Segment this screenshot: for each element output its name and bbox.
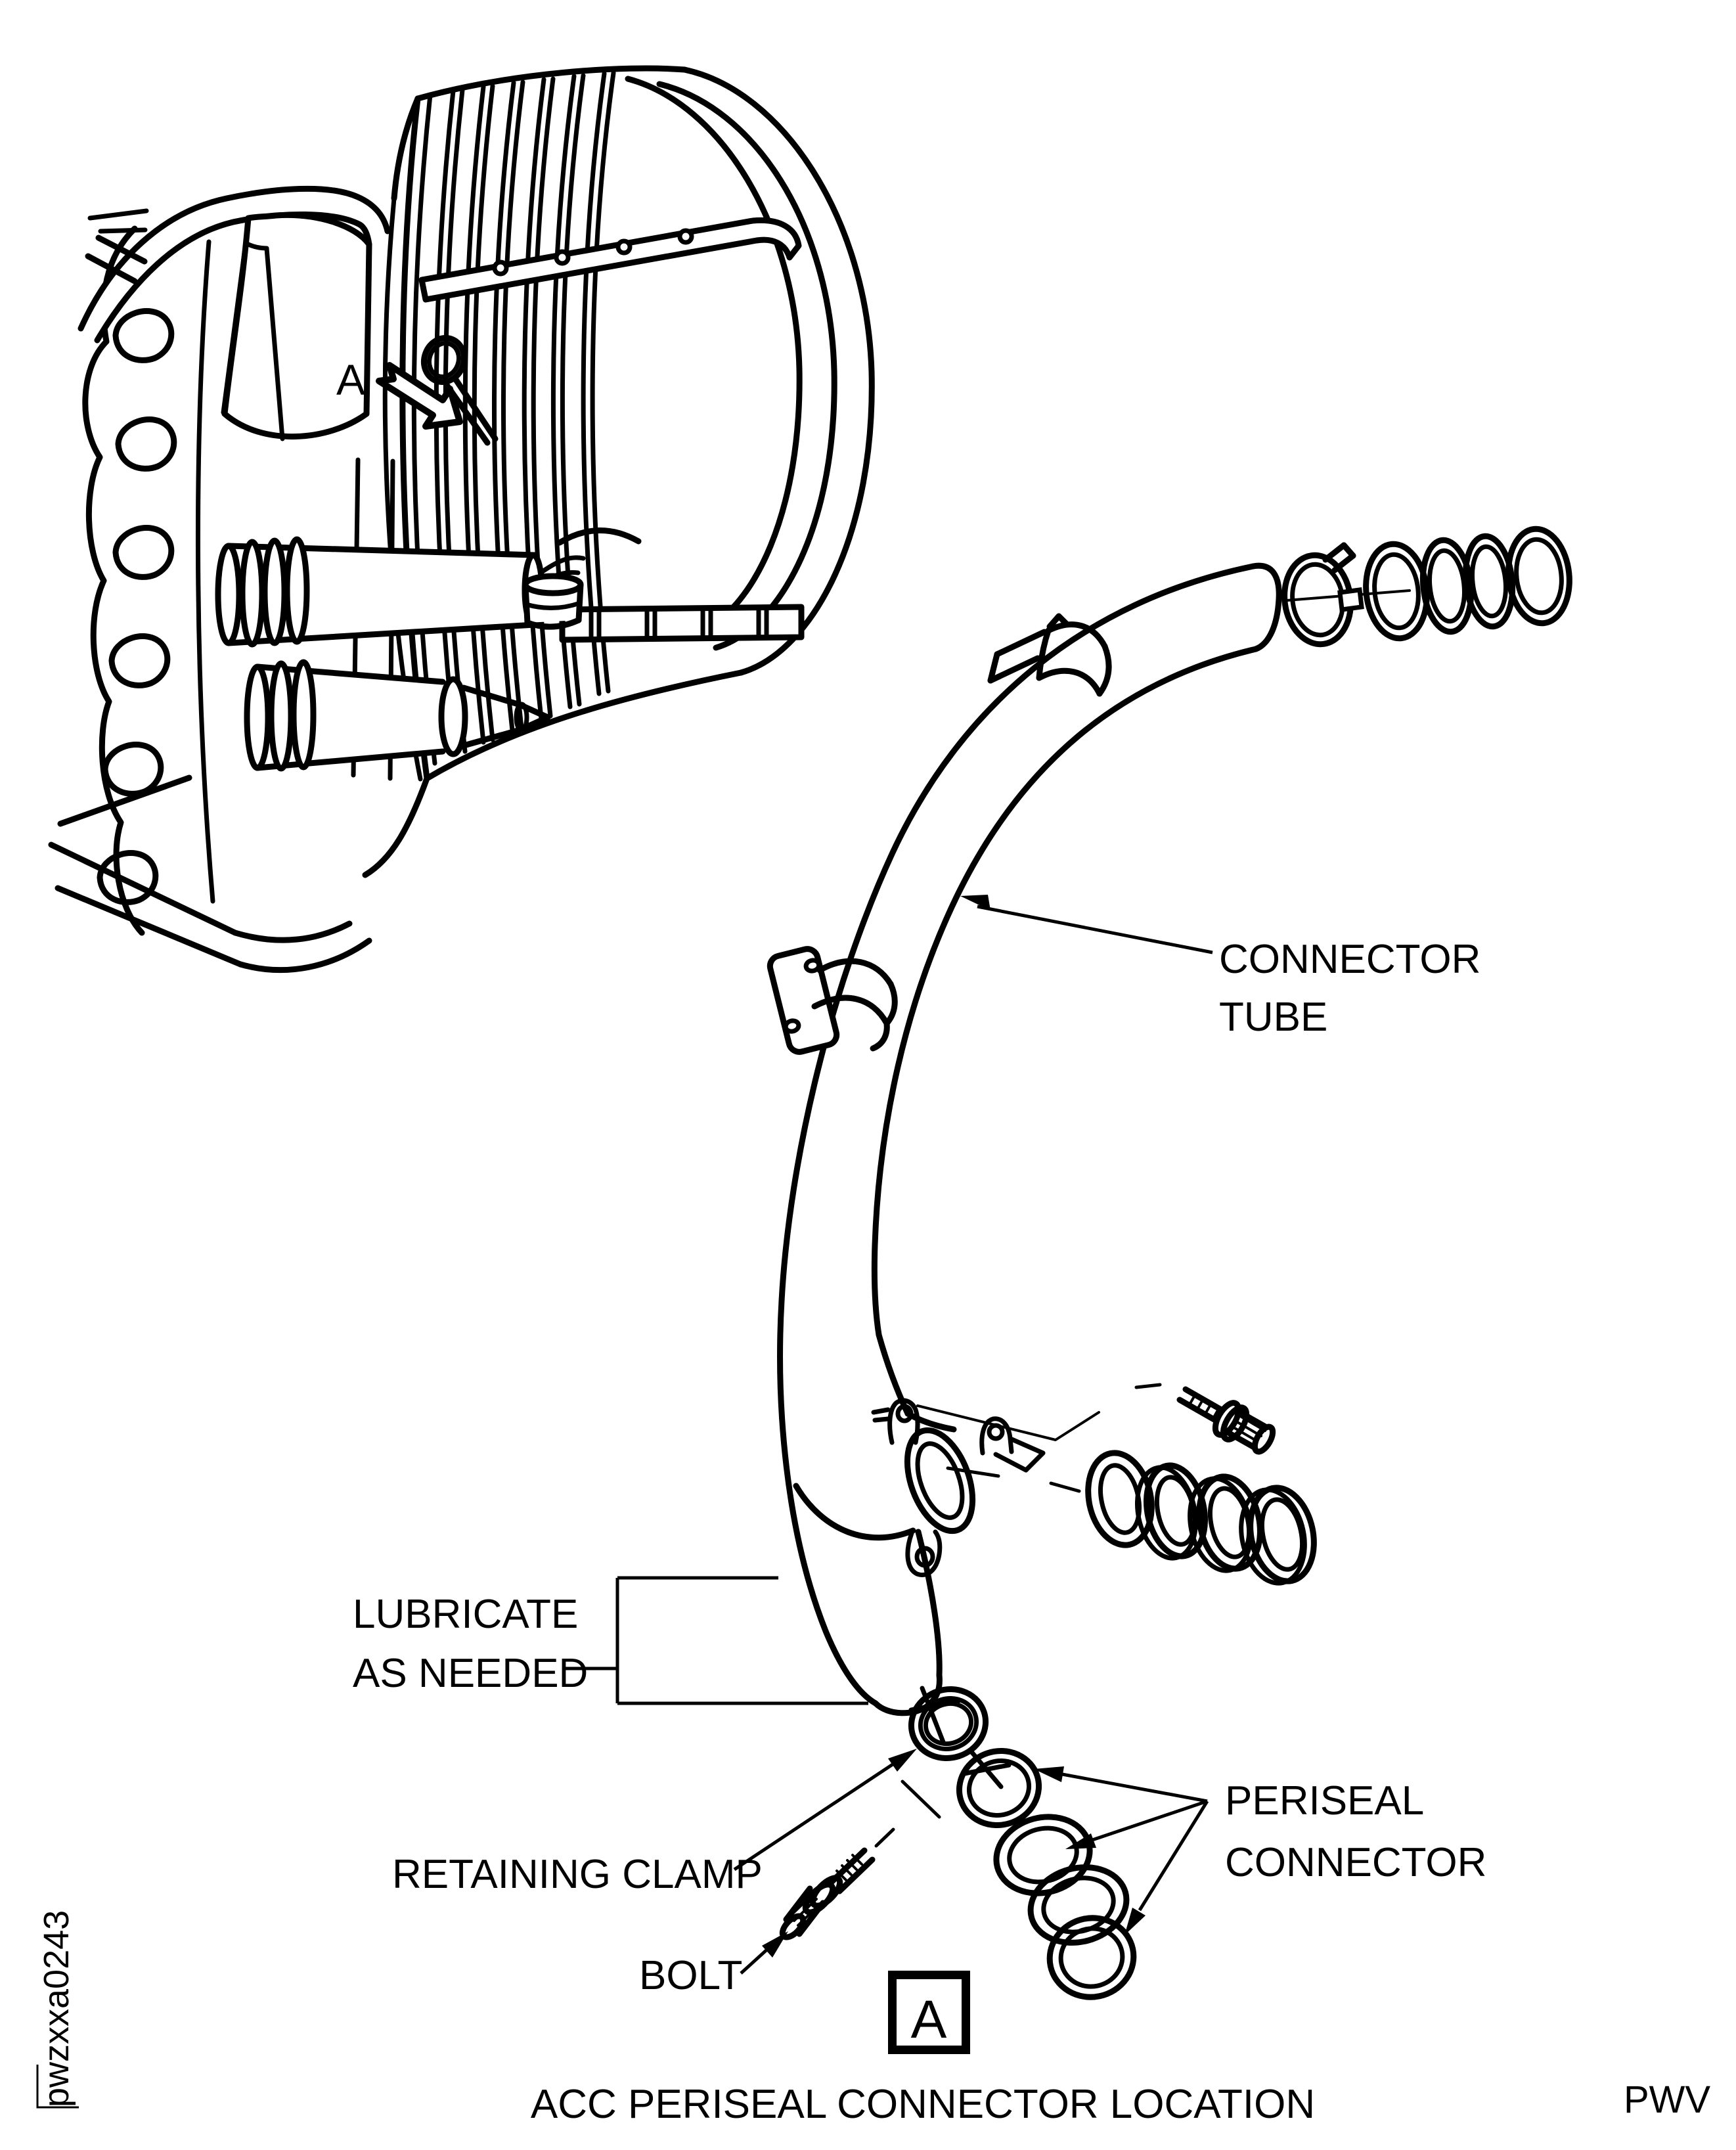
tube-outer-wall — [777, 563, 1257, 1707]
lubricate-bracket — [565, 1576, 868, 1705]
elbow-flange — [793, 1332, 1100, 1577]
periseal-label-line1: PERISEAL — [1225, 1778, 1424, 1824]
periseal-label-line2: CONNECTOR — [1225, 1840, 1486, 1885]
arrowhead-icon — [888, 1749, 917, 1772]
callouts: CONNECTOR TUBE LUBRICATE AS NEEDED RETAI… — [353, 895, 1486, 1998]
lower-periseal-rings — [956, 1748, 1137, 2000]
figure-id: pwzxxa0243 — [37, 1910, 76, 2107]
engine-duct — [221, 212, 372, 441]
lubricate-label-line1: LUBRICATE — [353, 1592, 578, 1637]
tube-support-clamp — [767, 946, 898, 1055]
publisher-code: PWV — [1624, 2078, 1710, 2121]
figure-id-corner-bracket — [36, 2065, 79, 2109]
elbow-exploded-parts — [946, 1383, 1317, 1586]
arrowhead-icon — [762, 1931, 788, 1958]
detail-a-letter: A — [336, 355, 365, 404]
detail-a-pointer: A — [336, 355, 463, 430]
flange-lug-right — [979, 1416, 1046, 1473]
acc-periseal-port — [522, 527, 642, 630]
bolt-alignment-line — [916, 1404, 1100, 1441]
arrowhead-icon — [1065, 1833, 1096, 1849]
engine-broken-edges — [48, 774, 430, 974]
engine-clamp-bar — [559, 604, 805, 643]
figure-id-block: pwzxxa0243 — [36, 1910, 79, 2109]
arrowhead-icon — [1034, 1766, 1064, 1782]
centerline-dash — [901, 1780, 941, 1819]
centerline-dash — [1049, 1481, 1081, 1493]
tube-band-clamp — [987, 613, 1112, 697]
connector-tube-label-line1: CONNECTOR — [1219, 937, 1480, 982]
bolt-label: BOLT — [639, 1953, 742, 1998]
centerline-dash — [946, 1466, 1000, 1478]
callout-bolt: BOLT — [639, 1931, 788, 1998]
lower-retaining-clamp — [908, 1686, 989, 1761]
tube-end-cap — [1250, 562, 1282, 652]
callout-periseal-connector: PERISEAL CONNECTOR — [1034, 1766, 1486, 1935]
flange-lug-upper — [871, 1398, 920, 1445]
upper-exploded-assembly — [1281, 526, 1572, 648]
arrowhead-icon — [1124, 1908, 1146, 1935]
callout-connector-tube: CONNECTOR TUBE — [960, 895, 1480, 1040]
connector-tube-label-line2: TUBE — [1219, 995, 1327, 1040]
arrowhead-icon — [960, 895, 990, 910]
connector-tube — [767, 562, 1282, 1716]
engine-assembly — [48, 65, 875, 974]
engine-manifold-flange — [82, 225, 215, 936]
figure-caption: ACC PERISEAL CONNECTOR LOCATION — [531, 2082, 1315, 2127]
detail-a-block-arrow-icon — [376, 362, 463, 430]
upper-periseal-rings — [1363, 526, 1572, 642]
detail-box-letter: A — [911, 1990, 947, 2049]
elbow-periseal-rings — [1085, 1450, 1317, 1586]
lower-exploded-assembly — [779, 1686, 1137, 2000]
engine-lower-pipe — [244, 659, 551, 772]
lubricate-label-line2: AS NEEDED — [353, 1651, 588, 1696]
engine-upper-pipe — [215, 536, 586, 648]
elbow-bolt — [1134, 1383, 1276, 1455]
upper-retaining-clamp — [1281, 542, 1364, 648]
callout-retaining-clamp: RETAINING CLAMP — [392, 1749, 917, 1897]
lower-bolt — [779, 1827, 895, 1940]
detail-marker-box: A — [888, 1971, 970, 2054]
engine-cross-tube — [418, 217, 802, 303]
callout-lubricate: LUBRICATE AS NEEDED — [353, 1576, 868, 1705]
tube-inner-wall — [871, 646, 1259, 1338]
flange-holes — [100, 311, 174, 903]
retaining-clamp-label: RETAINING CLAMP — [392, 1852, 763, 1897]
